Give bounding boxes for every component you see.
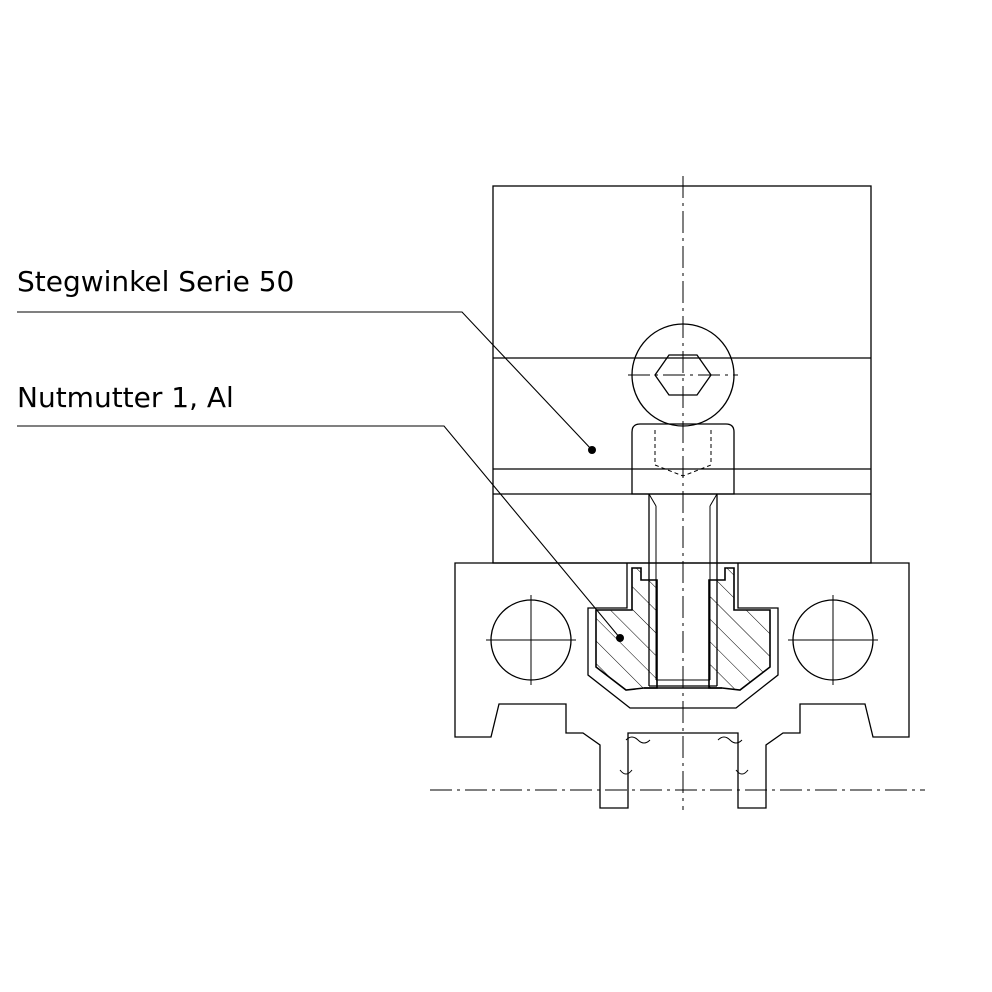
- leader-line-stegwinkel: [17, 311, 593, 451]
- leader-dot-stegwinkel: [588, 446, 596, 454]
- profile-rail: [454, 562, 910, 809]
- leader-dot-nutmutter: [616, 634, 624, 642]
- center-lines: [430, 176, 925, 810]
- label-stegwinkel: Stegwinkel Serie 50: [17, 265, 295, 298]
- label-nutmutter: Nutmutter 1, Al: [17, 381, 234, 414]
- cap-screw-side-view: [631, 423, 735, 687]
- leader-lines: [17, 311, 624, 642]
- leader-line-nutmutter: [17, 425, 621, 639]
